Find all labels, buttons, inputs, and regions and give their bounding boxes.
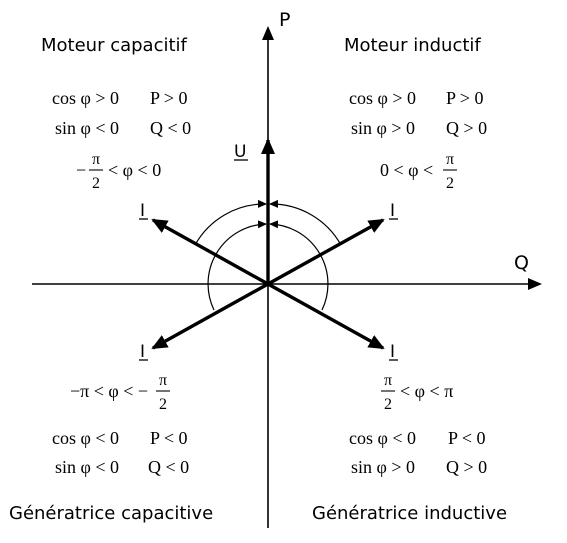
p-top-left: P > 0	[150, 88, 188, 108]
angle-arc-inner-right	[269, 220, 329, 311]
cos-bottom-right: cos φ < 0	[349, 428, 416, 448]
title-bottom-right: Génératrice inductive	[312, 503, 507, 524]
cos-top-right: cos φ > 0	[349, 88, 416, 108]
p-bottom-right: P < 0	[448, 428, 486, 448]
fraction-top-left-numerator: π	[92, 151, 100, 168]
fraction-bottom-right-numerator: π	[384, 372, 392, 389]
i-vector-top-left	[151, 218, 269, 286]
q-bottom-right: Q > 0	[446, 457, 487, 477]
sin-bottom-right: sin φ > 0	[351, 457, 415, 477]
fraction-top-right-numerator: π	[446, 151, 454, 168]
fraction-top-left-denominator: 2	[92, 175, 100, 192]
range-bottom-right-suffix: < φ < π	[400, 381, 453, 401]
fraction-bottom-left-denominator: 2	[159, 396, 167, 413]
title-top-right: Moteur inductif	[344, 35, 481, 56]
p-axis-label: P	[279, 9, 290, 31]
fraction-bottom-right-denominator: 2	[384, 396, 392, 413]
q-top-left: Q < 0	[150, 118, 191, 138]
i-vector-top-right	[267, 218, 385, 286]
i-label-top-left: I	[140, 201, 145, 221]
p-top-right: P > 0	[446, 88, 484, 108]
range-top-left-prefix: −	[76, 160, 86, 180]
i-vector-bottom-left	[151, 282, 269, 350]
fraction-top-right-denominator: 2	[446, 175, 454, 192]
title-top-left: Moteur capacitif	[41, 35, 188, 56]
sin-top-right: sin φ > 0	[351, 118, 415, 138]
i-label-bottom-right: I	[390, 342, 395, 362]
title-bottom-left: Génératrice capacitive	[9, 503, 213, 524]
i-vector-bottom-right	[267, 282, 385, 350]
angle-arc-outer-right	[269, 199, 342, 246]
sin-bottom-left: sin φ < 0	[55, 457, 119, 477]
range-top-left-suffix: < φ < 0	[108, 160, 161, 180]
range-top-right-prefix: 0 < φ <	[380, 160, 433, 180]
i-label-top-right: I	[390, 201, 395, 221]
p-bottom-left: P < 0	[150, 428, 188, 448]
range-bottom-left-prefix: −π < φ < −	[70, 381, 148, 401]
q-bottom-left: Q < 0	[148, 457, 189, 477]
cos-bottom-left: cos φ < 0	[52, 428, 119, 448]
q-top-right: Q > 0	[446, 118, 487, 138]
q-axis-label: Q	[514, 252, 529, 274]
cos-top-left: cos φ > 0	[52, 88, 119, 108]
i-label-bottom-left: I	[140, 342, 145, 362]
angle-arc-inner-left	[207, 220, 267, 311]
fraction-bottom-left-numerator: π	[159, 372, 167, 389]
sin-top-left: sin φ < 0	[55, 118, 119, 138]
angle-arc-outer-left	[194, 199, 267, 246]
u-vector-label: U	[234, 142, 246, 162]
